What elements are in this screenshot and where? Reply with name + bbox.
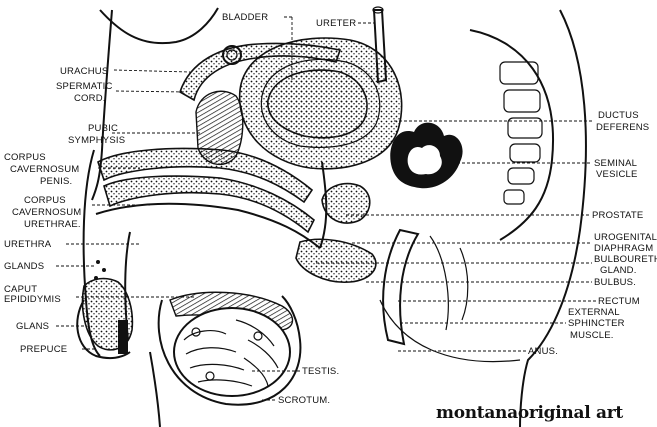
label-sphincter-1: EXTERNAL [568, 307, 620, 318]
label-prostate: PROSTATE [592, 210, 643, 221]
front-body-outline [91, 9, 113, 201]
leader-lines [56, 16, 596, 401]
label-pubic-symphysis-1: PUBIC [88, 123, 118, 134]
shaft-glands [94, 260, 106, 280]
label-anus: ANUS. [528, 346, 558, 357]
back-outline [519, 9, 587, 427]
label-ductus-1: DUCTUS [598, 110, 639, 121]
scrotum-outline [157, 295, 302, 406]
testis-shape [173, 307, 291, 397]
watermark-signature: montanaoriginal art [436, 403, 623, 423]
bulbus-shape [295, 238, 377, 283]
prepuce-shape [76, 299, 131, 360]
label-bulbourethral-1: BULBOURETHRAL [594, 254, 657, 265]
urethra-channel [95, 202, 321, 249]
label-urethra: URETHRA [4, 239, 52, 250]
label-glands: GLANDS [4, 261, 44, 272]
sacrum [469, 29, 554, 241]
label-cc-penis-3: PENIS. [40, 176, 72, 187]
label-glans: GLANS [16, 321, 49, 332]
label-ductus-2: DEFERENS [596, 122, 649, 133]
label-sphincter-2: SPHINCTER [568, 318, 625, 329]
label-seminal-1: SEMINAL [594, 158, 637, 169]
label-urogenital-1: UROGENITAL [594, 232, 657, 243]
corpus-cavernosum-penis-shape [97, 147, 314, 204]
abdominal-wall-outline [99, 7, 219, 45]
label-cc-penis-1: CORPUS [4, 152, 46, 163]
label-spermatic-cord-1: SPERMATIC [56, 81, 113, 92]
label-bulbourethral-2: GLAND. [600, 265, 637, 276]
label-scrotum: SCROTUM. [278, 395, 330, 406]
label-spermatic-cord-2: CORD. [74, 93, 106, 104]
label-cc-penis-2: CAVERNOSUM [10, 164, 79, 175]
label-caput-2: EPIDIDYMIS [4, 294, 61, 305]
rectum-shape [382, 228, 420, 346]
label-bladder: BLADDER [222, 12, 268, 23]
labels: BLADDER URETER URACHUS SPERMATIC CORD. P… [4, 12, 657, 406]
label-bulbus: BULBUS. [594, 277, 636, 288]
label-caput-1: CAPUT [4, 284, 37, 295]
label-prepuce: PREPUCE [20, 344, 67, 355]
label-testis: TESTIS. [302, 366, 339, 377]
label-rectum: RECTUM [598, 296, 640, 307]
label-sphincter-3: MUSCLE. [570, 330, 614, 341]
label-cc-urethrae-1: CORPUS [24, 195, 66, 206]
prostate-shape [321, 182, 371, 224]
label-pubic-symphysis-2: SYMPHYSIS [68, 135, 125, 146]
buttock-outline [379, 299, 521, 363]
illustration [76, 6, 587, 427]
label-urogenital-2: DIAPHRAGM [594, 243, 653, 254]
label-urachus: URACHUS [60, 66, 108, 77]
label-cc-urethrae-3: URETHRAE. [24, 219, 81, 230]
thigh-outline [149, 351, 161, 427]
corpus-cavernosum-urethrae-shape [103, 175, 315, 234]
label-cc-urethrae-2: CAVERNOSUM [12, 207, 81, 218]
label-ureter: URETER [316, 18, 356, 29]
label-seminal-2: VESICLE [596, 169, 638, 180]
penis-shaft-outline [82, 149, 101, 357]
